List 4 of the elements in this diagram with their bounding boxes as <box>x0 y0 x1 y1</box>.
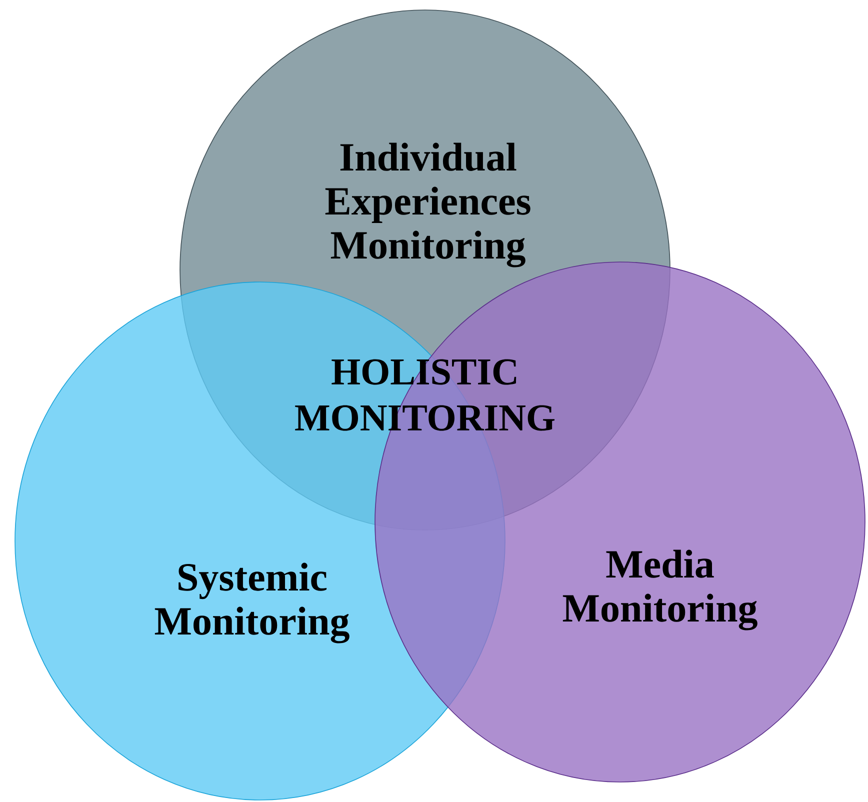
circle-label: Systemic Monitoring <box>154 562 350 644</box>
center-label: HOLISTIC MONITORING <box>295 359 554 431</box>
circle-label: Individual Experiences Monitoring <box>325 142 530 268</box>
circle-label: Media Monitoring <box>562 550 758 630</box>
